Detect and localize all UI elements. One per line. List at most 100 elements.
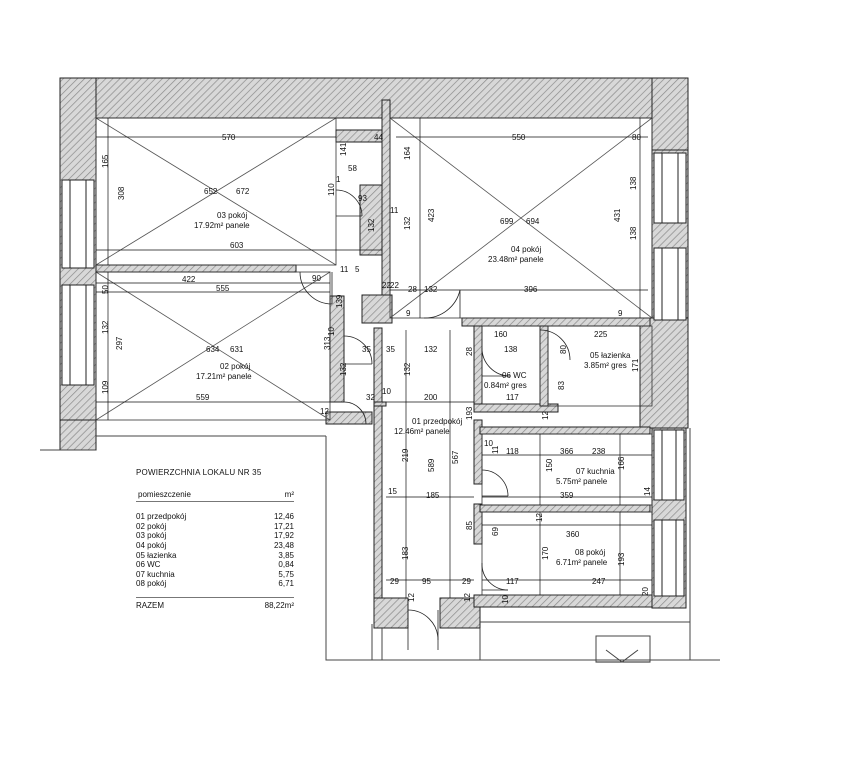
dim-label: 170 [541,546,550,560]
total-value: 88,22m² [264,600,294,610]
dim-label: 95 [422,577,431,586]
svg-text:6.71m² panele: 6.71m² panele [556,558,608,567]
room-floor: panele [426,427,451,436]
dim-label: 652 [204,187,218,196]
dim-label: 132 [424,285,438,294]
room-label-07: 07 kuchnia 5.75m² panele [556,467,615,486]
svg-text:06 WC: 06 WC [502,371,527,380]
dim-label: 171 [631,358,640,372]
room-area: 23.48m² [488,255,518,264]
room-floor: panele [226,221,251,230]
room-area: 17.21m² [196,372,226,381]
dim-label: 58 [348,164,357,173]
svg-text:5.75m² panele: 5.75m² panele [556,477,608,486]
dim-label: 69 [491,527,500,536]
dim-label: 550 [512,133,526,142]
svg-text:01 przedpokój: 01 przedpokój [412,417,463,426]
dim-label: 117 [506,393,519,402]
dim-label: 603 [230,241,244,250]
dim-label: 132 [339,362,348,376]
dim-label: 165 [101,154,110,168]
table-header: pomieszczenie m² [136,490,294,503]
room-floor: panele [583,477,608,486]
dim-label: 32 [366,393,375,402]
dim-label: 10 [484,439,493,448]
row-area: 12,46 [273,512,294,522]
dim-label: 9 [618,309,623,318]
room-name: pokój [231,362,250,371]
room-area: 0.84m² [484,381,509,390]
room-number: 01 [412,417,421,426]
room-name: pokój [228,211,247,220]
dim-label: 193 [617,552,626,566]
dim-label: 90 [312,274,321,283]
dim-label: 423 [427,208,436,222]
dim-label: 555 [216,284,230,293]
dim-label: 11 [390,206,399,215]
room-label-06: 06 WC 0.84m² gres [484,371,527,390]
column-header-room: pomieszczenie [138,489,191,499]
dim-label: 132 [101,320,110,334]
room-label-04: 04 pokój 23.48m² panele [488,245,544,264]
dim-label: 10 [382,387,391,396]
dim-label: 567 [451,450,460,464]
room-floor: panele [228,372,253,381]
dim-label: 80 [559,345,568,354]
dim-label: 132 [424,345,438,354]
room-floor: panele [520,255,545,264]
dim-label: 359 [560,491,574,500]
dim-label: 422 [182,275,196,284]
dim-label: 297 [115,336,124,350]
room-label-08: 08 pokój 6.71m² panele [556,548,608,567]
svg-text:17.92m² panele: 17.92m² panele [194,221,250,230]
room-number: 02 [220,362,229,371]
windows [61,152,687,597]
room-labels: 03 pokój 17.92m² panele 04 pokój 23.48m²… [194,211,631,567]
room-number: 04 [511,245,520,254]
dim-label: 138 [504,345,518,354]
dim-label: 11 [491,445,500,454]
room-number: 05 [590,351,599,360]
row-area: 3,85 [278,550,294,560]
dim-label: 589 [427,458,436,472]
dim-label: 85 [465,521,474,530]
svg-text:02 pokój: 02 pokój [220,362,250,371]
svg-text:04 pokój: 04 pokój [511,245,541,254]
row-area: 23,48 [273,540,294,550]
dim-label: 634 [206,345,220,354]
row-room: 06 WC [136,560,161,570]
row-room: 03 pokój [136,531,167,541]
dim-label: 132 [403,362,412,376]
dim-label: 15 [388,487,397,496]
dim-label: 93 [358,194,367,203]
dim-label: 160 [494,330,508,339]
room-number: 03 [217,211,226,220]
dim-label: 117 [506,577,519,586]
dim-label: 9 [406,309,411,318]
dim-label: 1 [336,175,341,184]
dim-label: 29 [390,577,399,586]
dim-label: 28 [408,285,417,294]
room-diagonals [95,117,653,421]
room-label-02: 02 pokój 17.21m² panele [196,362,252,381]
dim-label: 22 [382,281,391,290]
dimension-labels: 570 44 550 80 165 141 164 308 58 652 672… [101,133,652,604]
dim-label: 185 [426,491,440,500]
dimension-lines [96,118,652,598]
room-label-03: 03 pokój 17.92m² panele [194,211,250,230]
svg-text:07 kuchnia: 07 kuchnia [576,467,615,476]
room-area: 6.71m² [556,558,581,567]
dim-label: 12 [320,407,329,416]
dim-label: 50 [101,285,110,294]
row-room: 07 kuchnia [136,569,175,579]
room-area: 12.46m² [394,427,424,436]
dim-label: 35 [362,345,371,354]
svg-text:05 łazienka: 05 łazienka [590,351,631,360]
dim-label: 110 [327,183,336,196]
dim-label: 28 [465,347,474,356]
